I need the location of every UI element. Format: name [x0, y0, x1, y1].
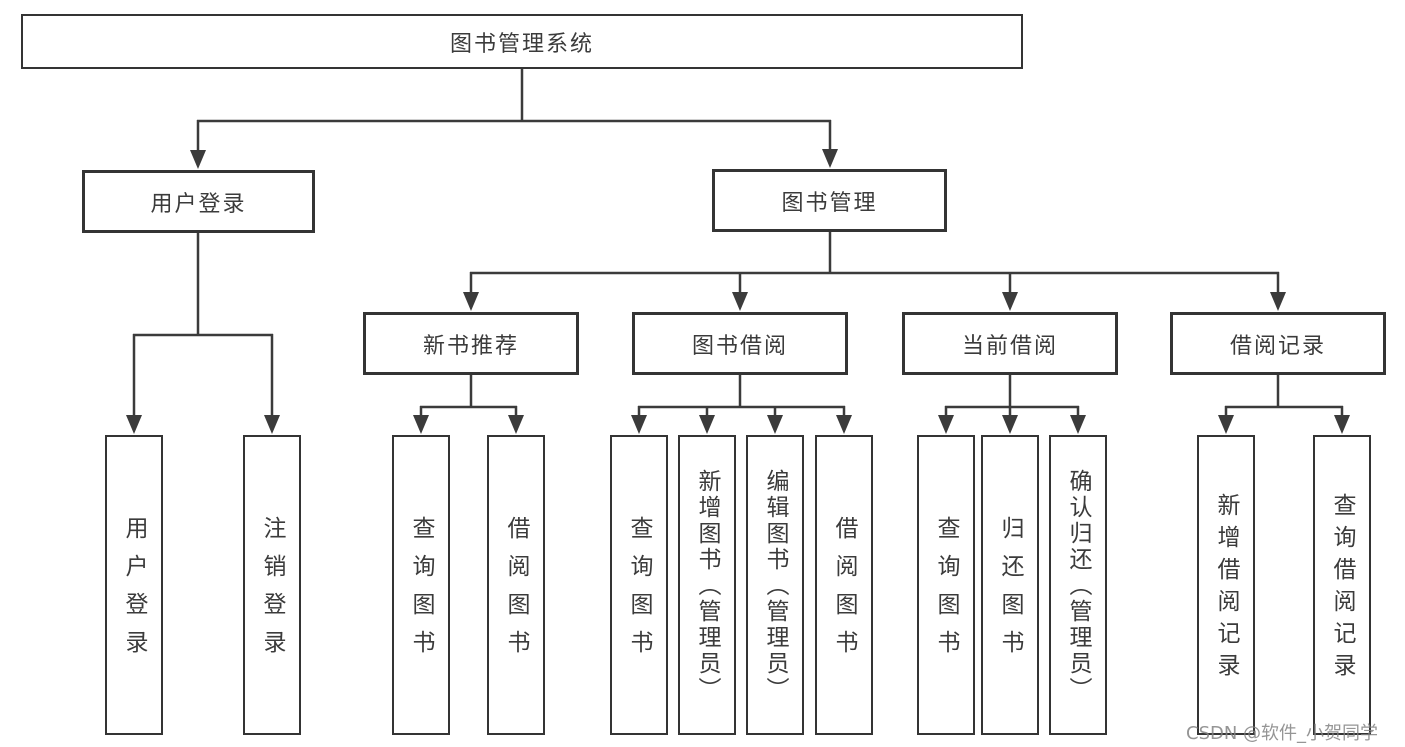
leaf-label: 查询图书: [626, 516, 652, 668]
leaf-label: 归还图书: [997, 516, 1023, 668]
leaf-label: 借阅图书: [831, 516, 857, 668]
leaf-label: 注销登录: [259, 516, 285, 668]
leaf-label: 新增借阅记录: [1213, 493, 1239, 685]
leaf-label: 编辑图书（管理员）: [762, 469, 788, 703]
leaf-borrow-books-recommend: 借阅图书: [487, 435, 545, 735]
node-label: 新书推荐: [422, 333, 519, 359]
node-label: 用户登录: [150, 191, 247, 217]
leaf-logout: 注销登录: [243, 435, 301, 735]
node-label: 图书管理: [781, 190, 878, 216]
node-book-borrowing: 图书借阅: [632, 312, 848, 375]
node-new-book-recommendation: 新书推荐: [363, 312, 579, 375]
node-book-management: 图书管理: [712, 169, 947, 232]
leaf-query-borrow-record: 查询借阅记录: [1313, 435, 1371, 735]
node-label: 图书管理系统: [449, 31, 594, 57]
leaf-label: 借阅图书: [503, 516, 529, 668]
leaf-label: 查询图书: [933, 516, 959, 668]
leaf-label: 确认归还（管理员）: [1065, 469, 1091, 703]
arrowheads: [126, 149, 1350, 434]
leaf-confirm-return-admin: 确认归还（管理员）: [1049, 435, 1107, 735]
node-borrowing-records: 借阅记录: [1170, 312, 1386, 375]
leaf-user-login: 用户登录: [105, 435, 163, 735]
leaf-return-books: 归还图书: [981, 435, 1039, 735]
leaf-query-books-recommend: 查询图书: [392, 435, 450, 735]
leaf-add-books-admin: 新增图书（管理员）: [678, 435, 736, 735]
leaf-query-books-current: 查询图书: [917, 435, 975, 735]
node-label: 借阅记录: [1229, 333, 1326, 359]
leaf-label: 查询借阅记录: [1329, 493, 1355, 685]
leaf-add-borrow-record: 新增借阅记录: [1197, 435, 1255, 735]
leaf-label: 用户登录: [121, 516, 147, 668]
node-label: 图书借阅: [691, 333, 788, 359]
leaf-label: 新增图书（管理员）: [694, 469, 720, 703]
leaf-borrow-books: 借阅图书: [815, 435, 873, 735]
leaf-label: 查询图书: [408, 516, 434, 668]
node-user-login: 用户登录: [82, 170, 315, 233]
csdn-watermark: CSDN @软件_小贺同学: [1186, 723, 1379, 744]
leaf-edit-books-admin: 编辑图书（管理员）: [746, 435, 804, 735]
node-label: 当前借阅: [961, 333, 1058, 359]
node-current-borrowing: 当前借阅: [902, 312, 1118, 375]
leaf-query-books-borrow: 查询图书: [610, 435, 668, 735]
node-library-management-system: 图书管理系统: [21, 14, 1023, 69]
